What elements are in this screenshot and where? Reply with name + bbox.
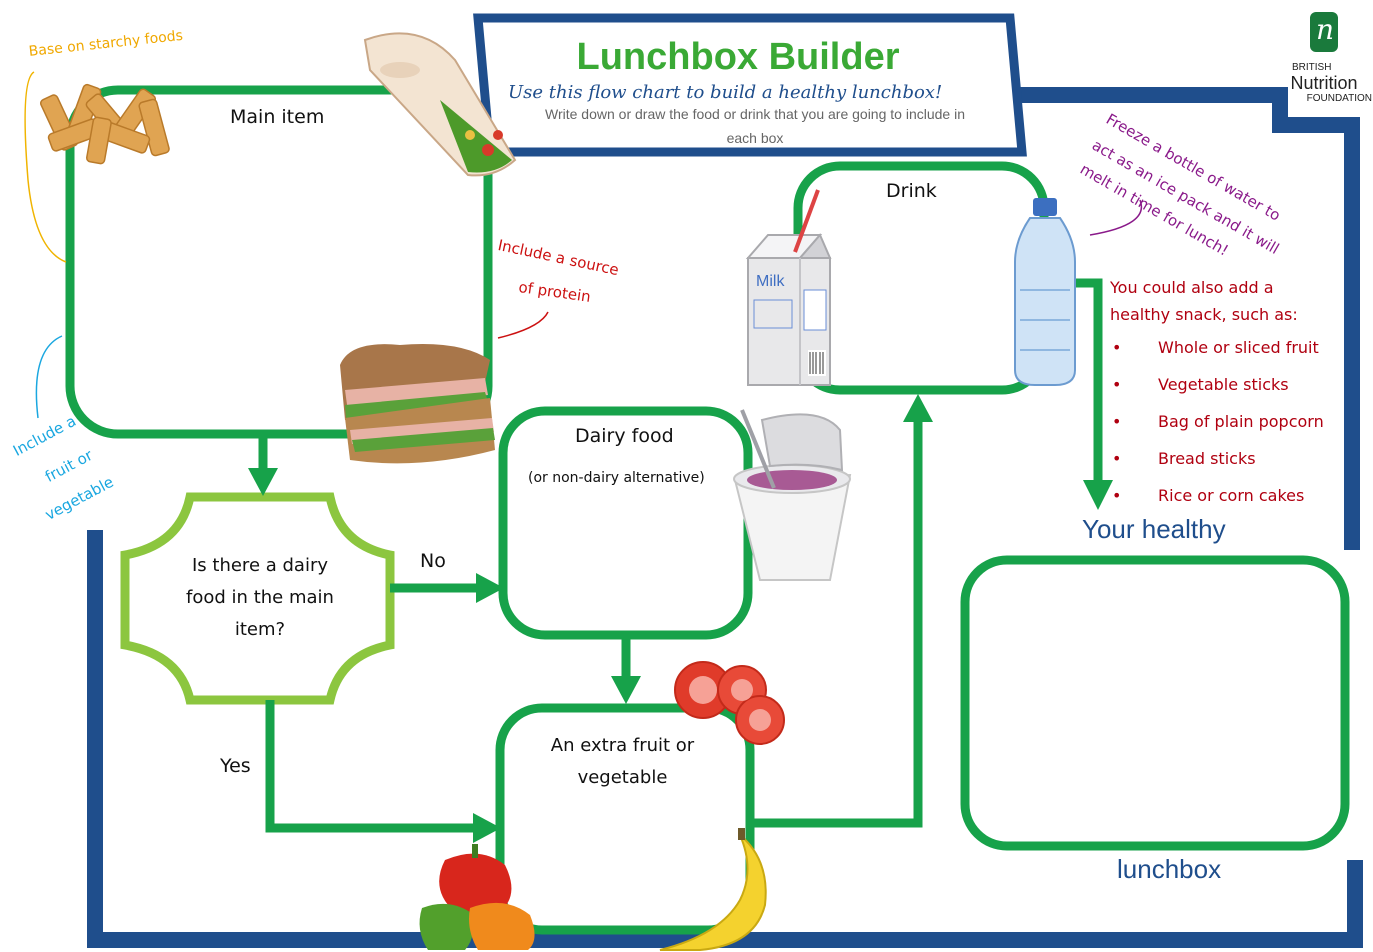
- edge-yes-label: Yes: [220, 755, 251, 777]
- snack-intro: You could also add a healthy snack, such…: [1110, 274, 1298, 328]
- banana-icon: [659, 828, 767, 951]
- snack-item: Bread sticks: [1112, 447, 1324, 484]
- arrow-no: [476, 573, 504, 603]
- arrow-yes: [473, 813, 501, 843]
- snack-item: Rice or corn cakes: [1112, 484, 1324, 521]
- yoghurt-icon: [733, 409, 852, 581]
- peppers-icon: [419, 844, 535, 950]
- main-item-label: Main item: [230, 106, 325, 128]
- title-frame: [473, 13, 1027, 157]
- protein-pointer: [497, 311, 549, 339]
- lunchbox-bottom-label: lunchbox: [1117, 854, 1222, 884]
- sandwich-icon: [340, 344, 495, 464]
- edge-no-label: No: [420, 550, 446, 572]
- arrow-dairy-to-extra: [611, 676, 641, 704]
- logo-line-3: FOUNDATION: [1306, 93, 1372, 104]
- logo-mark: [1310, 12, 1338, 52]
- starchy-pointer: [24, 71, 67, 263]
- pasta-icon: [39, 83, 170, 165]
- milk-carton-icon: [745, 189, 832, 386]
- arrow-drink-to-lunchbox: [1083, 480, 1113, 510]
- arrow-main-to-decision: [248, 468, 278, 496]
- dairy-label: Dairy food: [575, 425, 674, 447]
- instructions: Write down or draw the food or drink tha…: [505, 102, 1005, 150]
- logo-letter: n: [1315, 13, 1335, 46]
- logo: BRITISH Nutrition FOUNDATION: [1276, 62, 1372, 104]
- dairy-sub-label: (or non-dairy alternative): [528, 470, 705, 486]
- extra-line-2: vegetable: [577, 767, 668, 788]
- arrow-extra-to-drink: [903, 394, 933, 422]
- decision-shape: [120, 492, 395, 705]
- lunchbox-box: [960, 555, 1350, 851]
- decision-line-1: Is there a dairy: [191, 555, 328, 576]
- snack-item: Vegetable sticks: [1112, 373, 1324, 410]
- snack-item: Bag of plain popcorn: [1112, 410, 1324, 447]
- decision-label: Is there a dairy food in the main item?: [140, 550, 380, 646]
- fruit-pointer: [35, 335, 63, 419]
- snack-intro-line-1: You could also add a: [1110, 278, 1274, 297]
- extra-label: An extra fruit or vegetable: [520, 730, 725, 794]
- navy-top-bar: [1020, 88, 1282, 102]
- page-subtitle: Use this flow chart to build a healthy l…: [508, 82, 943, 103]
- extra-line-1: An extra fruit or: [550, 735, 695, 756]
- lunchbox-top-label: Your healthy: [1082, 514, 1226, 544]
- water-bottle-icon: [1014, 198, 1076, 386]
- instructions-line-2: each box: [726, 130, 784, 146]
- main-item-box: [65, 85, 493, 439]
- freeze-pointer: [1089, 199, 1143, 236]
- logo-line-1: BRITISH: [1292, 62, 1332, 73]
- drink-label: Drink: [886, 180, 937, 202]
- snack-intro-line-2: healthy snack, such as:: [1110, 305, 1298, 324]
- snack-item: Whole or sliced fruit: [1112, 336, 1324, 373]
- decision-line-2: food in the main: [186, 587, 334, 608]
- logo-line-2: Nutrition: [1290, 73, 1358, 93]
- milk-label: Milk: [756, 273, 785, 290]
- snack-list: Whole or sliced fruit Vegetable sticks B…: [1112, 336, 1324, 521]
- page-title: Lunchbox Builder: [576, 36, 900, 78]
- wrap-icon: [363, 32, 517, 177]
- decision-line-3: item?: [234, 619, 286, 640]
- tomato-icon: [674, 661, 785, 745]
- instructions-line-1: Write down or draw the food or drink tha…: [545, 106, 965, 122]
